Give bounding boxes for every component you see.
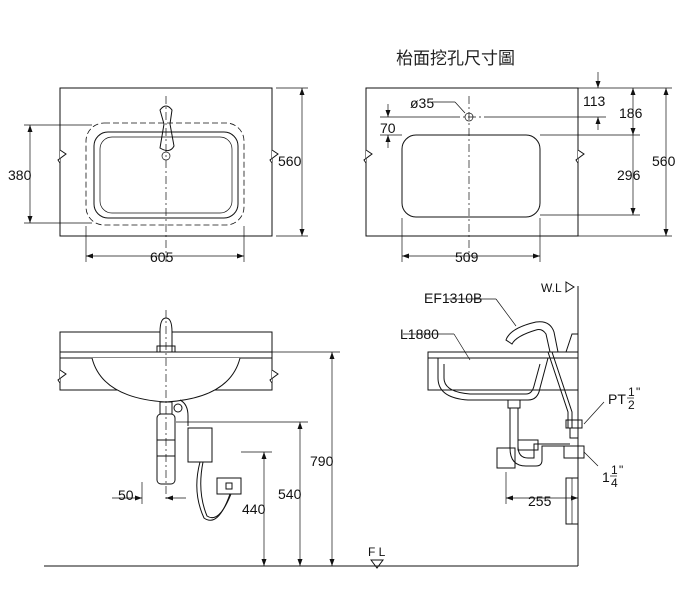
- dim-cutout-depth: 380: [8, 167, 32, 183]
- cutout-outline: [401, 134, 541, 218]
- dim-50: 50: [118, 487, 134, 503]
- side-section-view: W.L EF1310B L1880 PT 1: [400, 281, 640, 566]
- dim-counter-depth-left: 560: [278, 153, 302, 169]
- dim-255: 255: [528, 493, 552, 509]
- trap-front: [156, 413, 176, 485]
- trap-size-den: 4: [611, 476, 618, 490]
- faucet-model-label: EF1310B: [424, 290, 482, 306]
- supply-thread-label: PT: [608, 391, 626, 407]
- cutout-dashed-outline: [85, 122, 245, 226]
- trap-size-num: 1: [611, 463, 618, 477]
- dim-440: 440: [242, 501, 266, 517]
- break-mark-right: [269, 149, 279, 164]
- dim-186: 186: [619, 105, 643, 121]
- dim-width: 605: [150, 249, 174, 265]
- dim-hole-diameter: ø35: [410, 95, 434, 111]
- water-level-label: W.L: [541, 281, 562, 295]
- front-elevation-view: 790 540 440 50: [57, 310, 340, 566]
- dim-113: 113: [583, 93, 606, 109]
- basin-model-label: L1880: [400, 326, 439, 342]
- faucet-side: [505, 321, 559, 353]
- supply-thread-num: 1: [628, 385, 635, 399]
- dim-offset: 70: [380, 120, 396, 136]
- faucet-top-view: [159, 105, 175, 152]
- dim-790: 790: [310, 453, 334, 469]
- basin-section: [437, 357, 549, 401]
- floor-marker: [370, 559, 384, 569]
- supply-thread-quote: ": [636, 385, 640, 399]
- dim-counter-depth-right: 560: [652, 153, 676, 169]
- trap-size-whole: 1: [602, 469, 610, 485]
- floor-label: F L: [368, 545, 386, 559]
- power-outlet: [216, 477, 242, 495]
- dim-296: 296: [617, 167, 641, 183]
- dim-509: 509: [455, 249, 479, 265]
- dim-540: 540: [278, 486, 302, 502]
- top-left-plan-view: 380 560 605: [8, 87, 308, 265]
- supply-thread-den: 2: [628, 398, 635, 412]
- control-box: [187, 427, 213, 463]
- counter-outline-right: [365, 87, 579, 237]
- trap-side: [509, 408, 570, 467]
- drawing-title: 枱面挖孔尺寸圖: [396, 49, 515, 69]
- top-right-cutout-view: ø35 70 113 186 296 560 509: [363, 72, 676, 265]
- break-mark-left: [57, 149, 67, 164]
- trap-size-quote: ": [619, 463, 623, 477]
